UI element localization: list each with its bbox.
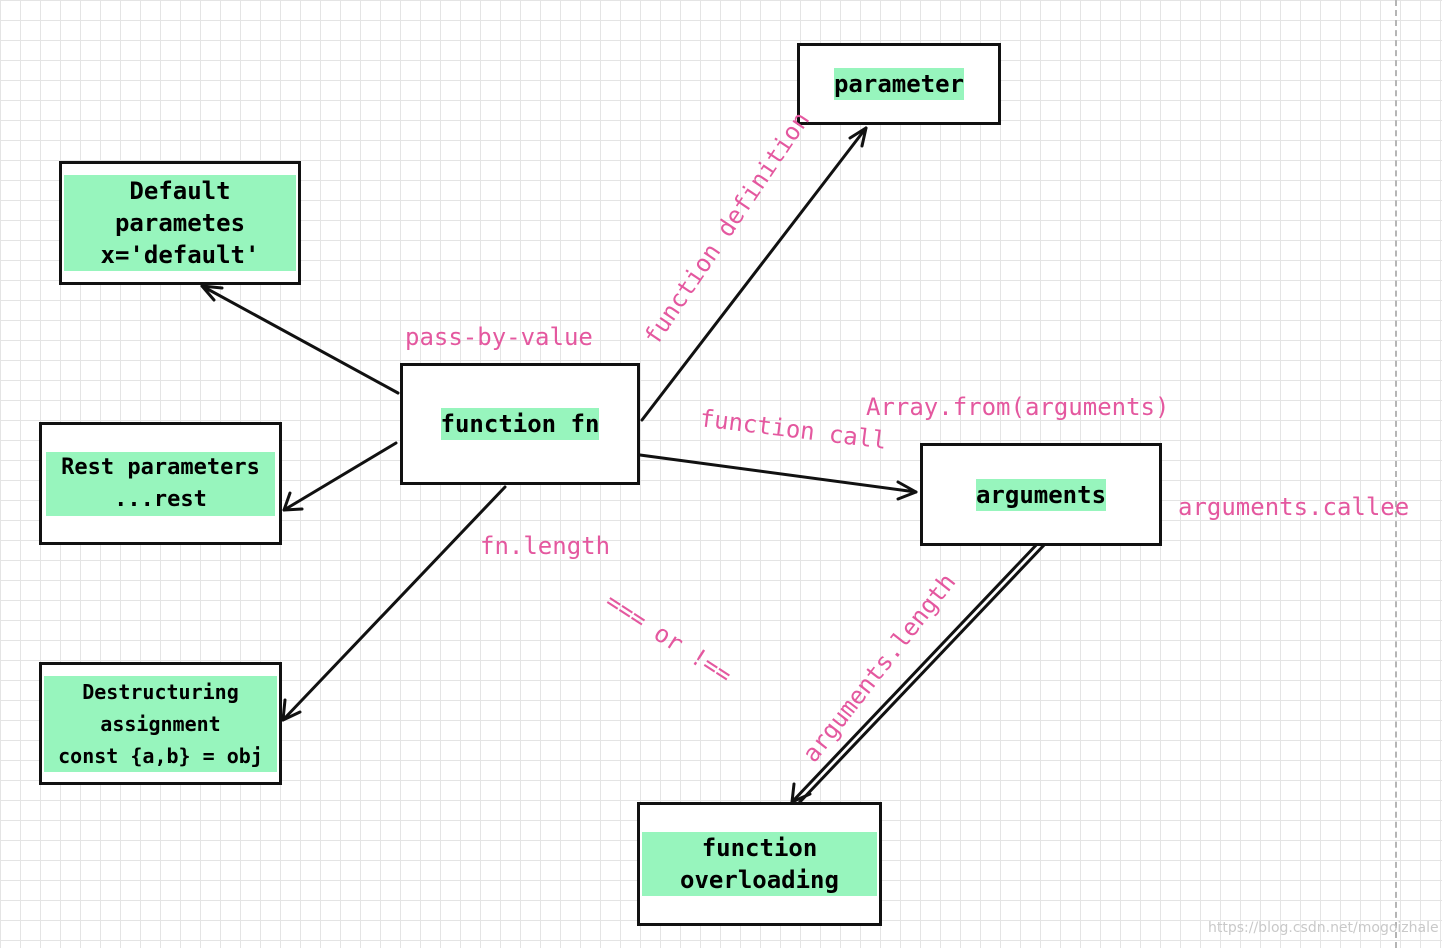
arrow-to-overloading: [790, 539, 1048, 806]
node-function-fn-label: function fn: [440, 408, 600, 440]
node-function-fn: function fn: [400, 363, 640, 485]
node-rest-params-label: Rest parameters ...rest: [46, 451, 275, 516]
node-destructuring-label: Destructuring assignment const {a,b} = o…: [44, 675, 277, 772]
arrow-to-rest-params: [282, 441, 398, 512]
node-function-overloading: function overloading: [637, 802, 882, 926]
label-pass-by-value: pass-by-value: [405, 323, 593, 351]
node-parameter: parameter: [797, 43, 1001, 125]
node-arguments: arguments: [920, 443, 1162, 546]
node-default-params-label: Default parametes x='default': [64, 175, 296, 271]
arrow-to-parameter: [640, 126, 868, 422]
node-function-overloading-label: function overloading: [642, 832, 877, 896]
watermark: https://blog.csdn.net/mogoizhale: [1208, 920, 1439, 936]
arrow-to-default-params: [200, 284, 400, 395]
arrow-to-arguments: [638, 453, 918, 501]
right-guide-line: [1395, 0, 1397, 948]
label-arguments-callee: arguments.callee: [1178, 493, 1410, 521]
label-array-from: Array.from(arguments): [866, 393, 1170, 421]
node-parameter-label: parameter: [833, 68, 965, 100]
node-destructuring: Destructuring assignment const {a,b} = o…: [39, 662, 282, 785]
node-default-params: Default parametes x='default': [59, 161, 301, 285]
node-arguments-label: arguments: [975, 478, 1107, 511]
label-fn-length: fn.length: [480, 532, 611, 560]
arrow-to-destructuring: [281, 485, 507, 722]
node-rest-params: Rest parameters ...rest: [39, 422, 282, 545]
